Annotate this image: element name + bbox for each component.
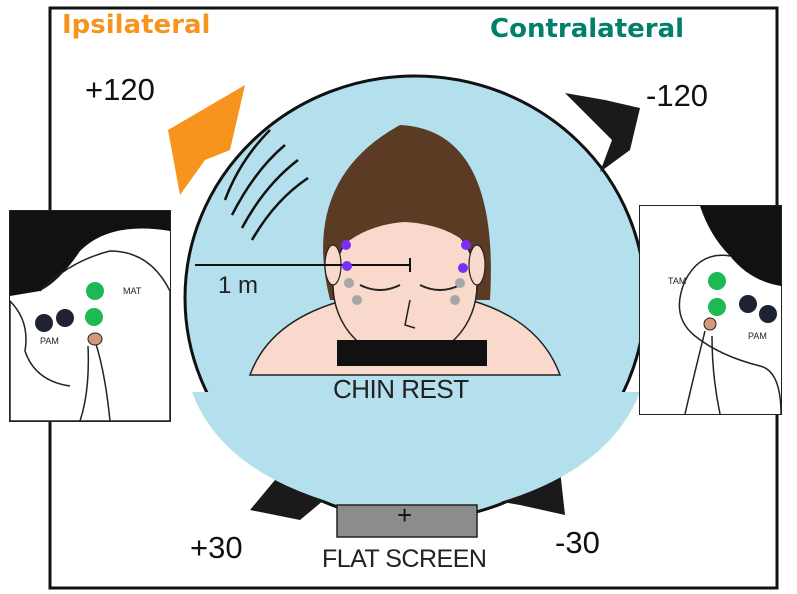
ipsilateral-label: Ipsilateral: [62, 10, 210, 40]
left-inset-drawing: [10, 211, 170, 421]
screen-symbol: +: [397, 500, 412, 531]
chin-rest-label: CHIN REST: [333, 374, 469, 405]
left-inset-green-upper: [86, 282, 104, 300]
electrode-purple-right-upper: [461, 240, 471, 250]
chin-rest-bar: [337, 340, 487, 366]
left-inset: MAT PAM: [9, 210, 171, 422]
left-inset-green-lower: [85, 308, 103, 326]
right-inset-lower-label: PAM: [748, 331, 767, 341]
right-inset-green-upper: [708, 272, 726, 290]
right-inset-green-lower: [708, 298, 726, 316]
right-inset-dark-right: [759, 305, 777, 323]
electrode-gray-right-upper: [455, 278, 465, 288]
electrode-gray-left-lower: [352, 295, 362, 305]
angle-top-right: -120: [646, 78, 708, 114]
electrode-gray-right-lower: [450, 295, 460, 305]
flat-screen-label: FLAT SCREEN: [322, 545, 486, 574]
left-inset-lower-label: PAM: [40, 336, 59, 346]
left-inset-dark-left: [35, 314, 53, 332]
right-inset: TAM PAM: [639, 205, 782, 415]
angle-bottom-left: +30: [190, 530, 243, 566]
angle-bottom-right: -30: [555, 525, 600, 561]
electrode-purple-left-upper: [341, 240, 351, 250]
angle-top-left: +120: [85, 72, 155, 108]
left-inset-upper-label: MAT: [123, 286, 141, 296]
right-inset-upper-label: TAM: [668, 276, 686, 286]
contralateral-label: Contralateral: [490, 14, 684, 44]
electrode-purple-right-lower: [458, 263, 468, 273]
distance-label: 1 m: [218, 272, 258, 300]
right-inset-drawing: [640, 206, 781, 414]
right-inset-dark-left: [739, 295, 757, 313]
left-inset-dark-right: [56, 309, 74, 327]
electrode-gray-left-upper: [344, 278, 354, 288]
electrode-purple-left-lower: [342, 261, 352, 271]
